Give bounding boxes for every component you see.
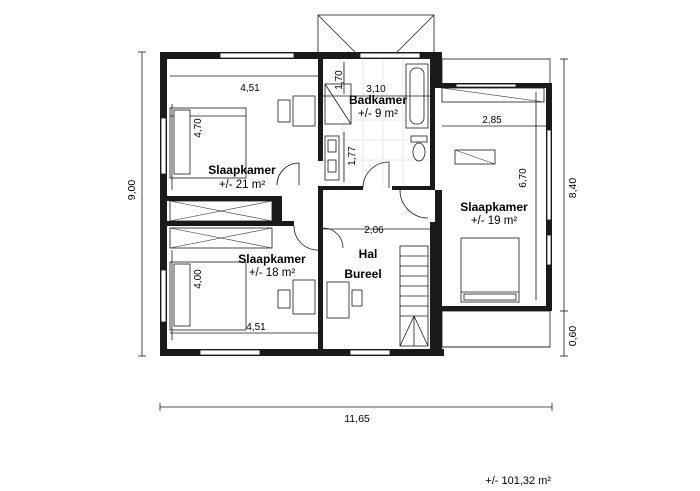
interior-walls [167, 59, 435, 349]
room-area-slaapkamer-2: +/- 19 m² [471, 215, 518, 227]
internal-dimension-lines [170, 62, 546, 340]
dim-bed1-width: 4,51 [240, 83, 260, 94]
dim-bed2-width: 2,85 [482, 115, 502, 126]
room-name-slaapkamer-2: Slaapkamer [460, 200, 528, 214]
dim-bed1-depth: 4,70 [193, 118, 204, 138]
dim-terrace-depth: 0,60 [567, 326, 579, 347]
room-area-slaapkamer-3: +/- 18 m² [249, 267, 296, 279]
external-dimension-lines [138, 51, 568, 411]
dim-overall-depth-left: 9,00 [126, 180, 138, 201]
room-area-slaapkamer-1: +/- 21 m² [219, 179, 266, 191]
dim-overall-depth-right: 8,40 [567, 178, 579, 199]
doors [276, 161, 429, 251]
dim-hall-width: 2,06 [364, 225, 384, 236]
dim-bath-depth-1: 1,70 [334, 70, 345, 90]
total-area: +/- 101,32 m² [485, 475, 551, 487]
dim-bed2-depth: 6,70 [518, 168, 529, 188]
dim-overall-width: 11,65 [344, 413, 370, 425]
dim-bed3-depth: 4,00 [193, 269, 204, 289]
balconies [317, 14, 551, 348]
dim-bath-depth-2: 1,77 [347, 146, 358, 166]
windows [160, 52, 552, 356]
room-name-badkamer: Badkamer [349, 93, 407, 107]
furniture [169, 63, 545, 347]
dim-bath-width: 3,10 [366, 84, 386, 95]
room-name-slaapkamer-3: Slaapkamer [238, 252, 306, 266]
room-name-bureel: Bureel [344, 267, 381, 281]
room-name-slaapkamer-1: Slaapkamer [208, 163, 276, 177]
dim-bed3-width: 4,51 [246, 322, 266, 333]
room-name-hal: Hal [359, 247, 378, 261]
room-area-badkamer: +/- 9 m² [358, 108, 398, 120]
